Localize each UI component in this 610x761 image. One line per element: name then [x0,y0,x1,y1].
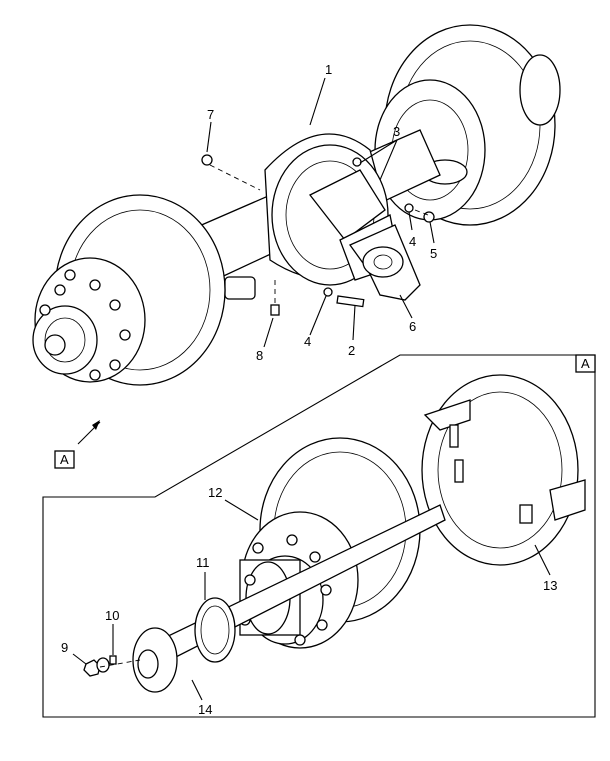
callout-6: 6 [409,319,416,334]
leaders-detail [72,499,551,701]
callout-12: 12 [208,485,222,500]
callout-5: 5 [430,246,437,261]
detail-fasteners [83,655,117,677]
callout-13: 13 [543,578,557,593]
callout-11: 11 [196,555,210,570]
pinion-yoke [349,224,421,301]
callout-1: 1 [325,62,332,77]
detail-view-border [42,354,596,718]
callout-labels: 1 2 3 4 4 5 6 7 8 9 10 11 12 13 14 A A [60,62,590,717]
left-brake-drum [32,194,226,386]
view-label-reference: A [60,452,69,467]
fasteners [201,154,435,316]
view-a-arrow [77,420,101,445]
callout-2: 2 [348,343,355,358]
view-label-detail: A [581,356,590,371]
axle-shaft [132,504,446,693]
callout-8: 8 [256,348,263,363]
callout-14: 14 [198,702,212,717]
axle-assembly [32,24,561,445]
callout-4-upper: 4 [409,234,416,249]
callout-9: 9 [61,640,68,655]
callout-3: 3 [393,124,400,139]
detail-a-assembly [72,374,586,701]
callout-10: 10 [105,608,119,623]
right-brake-drum [374,24,561,226]
brake-shoe-assembly [421,374,586,566]
leaders-upper [206,77,435,348]
callout-4-lower: 4 [304,334,311,349]
callout-7: 7 [207,107,214,122]
